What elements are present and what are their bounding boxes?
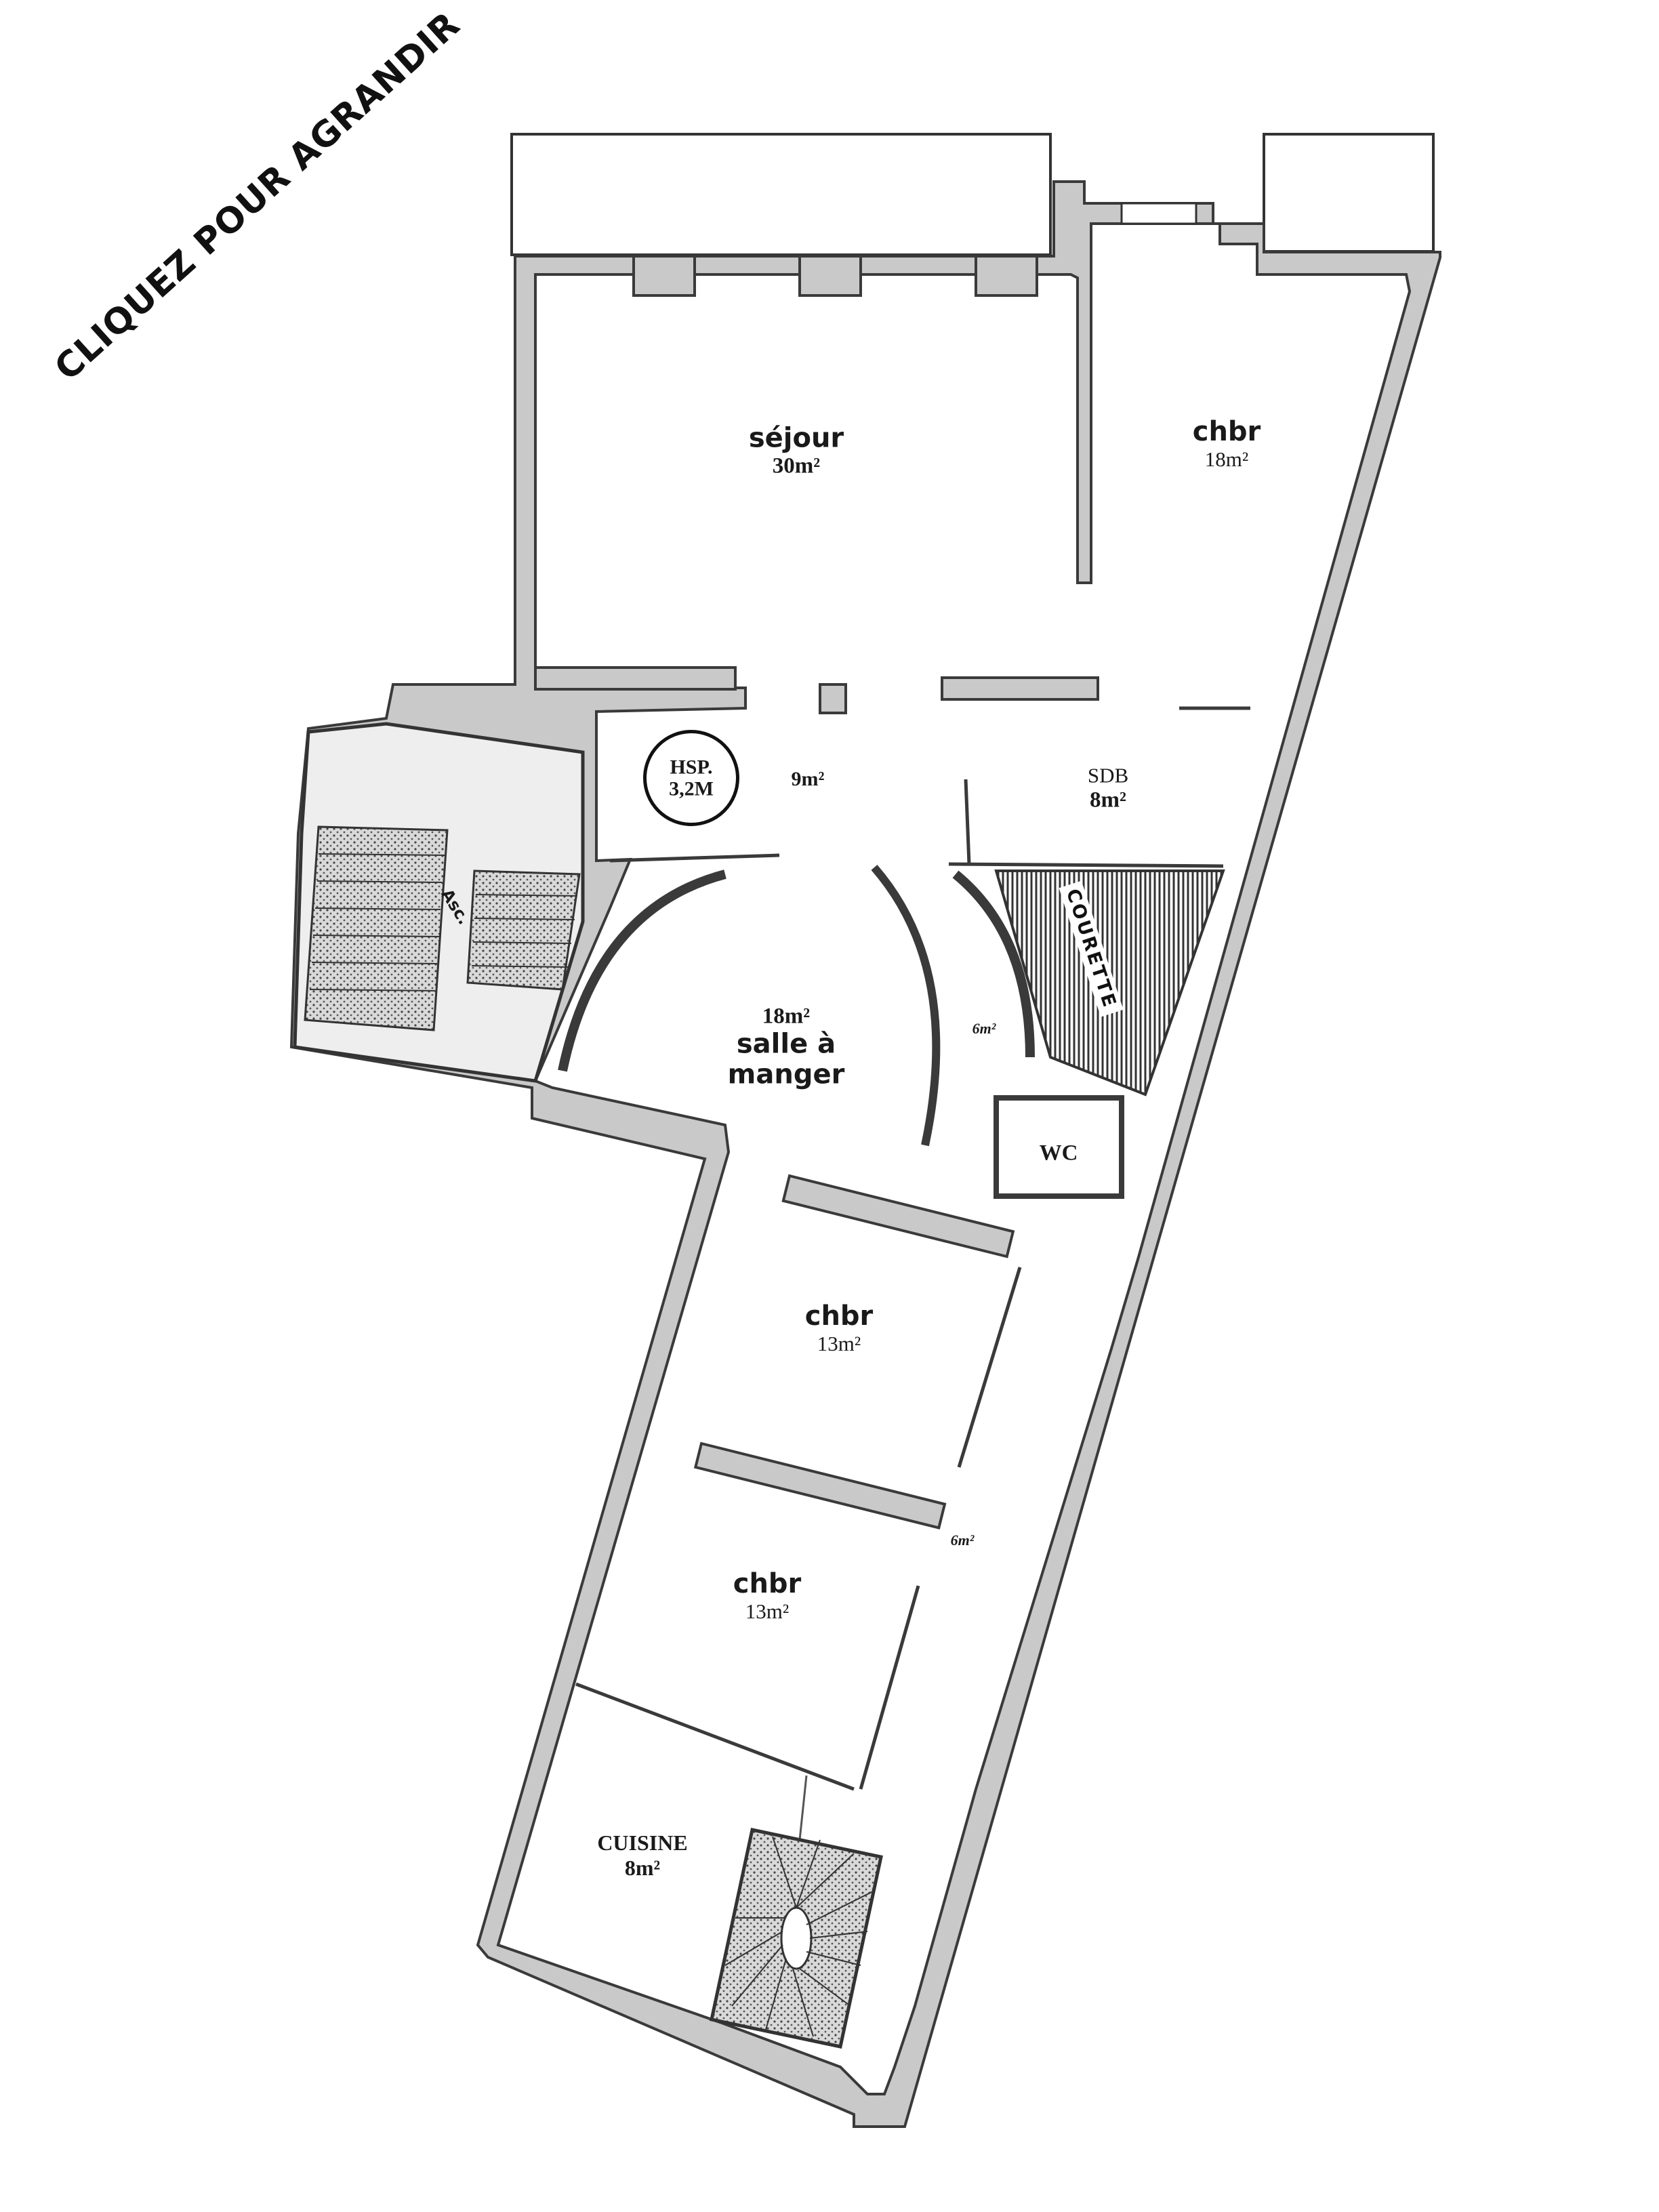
outer-wall xyxy=(289,180,1441,2128)
room-chbr-top-area: 18m² xyxy=(1204,447,1249,471)
room-sejour: séjour 30m² xyxy=(749,423,844,479)
room-salle-a-manger-line1: salle à xyxy=(736,1028,836,1060)
room-chbr-mid: chbr 13m² xyxy=(805,1300,874,1356)
arc-wall-dining xyxy=(871,865,941,1147)
window-bay xyxy=(632,255,696,297)
room-chbr-top-name: chbr xyxy=(1192,416,1261,447)
annex-block-left xyxy=(510,133,1052,256)
wc-box xyxy=(994,1095,1124,1199)
room-sdb-name: SDB xyxy=(1087,763,1129,787)
room-chbr-mid-name: chbr xyxy=(804,1300,874,1332)
room-salle-a-manger-area: 18m² xyxy=(762,1004,811,1029)
room-cuisine-name: CUISINE xyxy=(597,1830,688,1855)
corridor-upper-area: 6m² xyxy=(972,1020,996,1037)
ceiling-height-text: HSP. 3,2M xyxy=(669,756,714,800)
wall-chbr-mid-right xyxy=(957,1267,1022,1468)
wall-cuisine-corridor xyxy=(798,1775,808,1841)
corridor-lower-area: 6m² xyxy=(950,1532,975,1549)
room-chbr-top: chbr 18m² xyxy=(1193,416,1261,472)
wall-sejour-bottom xyxy=(534,666,737,691)
spiral-stair-treads xyxy=(724,1836,875,2037)
room-sdb-area: 8m² xyxy=(1090,787,1126,813)
room-chbr-mid-area: 13m² xyxy=(817,1332,861,1355)
window-bay xyxy=(975,255,1038,297)
room-chbr-low-name: chbr xyxy=(733,1568,802,1599)
room-entree-area: 9m² xyxy=(791,768,825,790)
stair-treads xyxy=(309,853,578,991)
stairs-right-flight xyxy=(466,869,581,991)
wall-chbr-low-top xyxy=(693,1441,947,1530)
room-chbr-low: chbr 13m² xyxy=(733,1568,802,1624)
room-salle-a-manger: 18m² salle à manger xyxy=(728,1004,845,1090)
room-sejour-name: séjour xyxy=(748,422,844,454)
wall-chbr-low-right xyxy=(859,1585,920,1790)
wall-chbr-mid-top xyxy=(781,1174,1015,1258)
window-bay xyxy=(1120,202,1197,225)
wall-pillar xyxy=(819,683,847,714)
room-cuisine: CUISINE 8m² xyxy=(597,1830,687,1881)
wall-sdb-left xyxy=(964,779,971,865)
room-wc-name: WC xyxy=(1039,1141,1078,1166)
stairs-left-flight xyxy=(304,825,449,1031)
room-sejour-area: 30m² xyxy=(772,453,821,478)
room-cuisine-area: 8m² xyxy=(624,1856,661,1880)
room-salle-a-manger-line2: manger xyxy=(727,1059,845,1090)
ceiling-height-line2: 3,2M xyxy=(669,777,714,800)
room-sdb: SDB 8m² xyxy=(1088,764,1128,813)
wall-sejour-bottom-right xyxy=(941,676,1099,701)
annex-block-right xyxy=(1263,133,1435,253)
ceiling-height-badge xyxy=(643,730,739,826)
wall-entree-bottom xyxy=(609,853,780,863)
wall-cuisine-top xyxy=(575,1682,855,1791)
room-chbr-low-area: 13m² xyxy=(745,1599,790,1623)
arc-wall-dining-left xyxy=(558,869,726,1072)
window-bay xyxy=(798,255,862,297)
ceiling-height-line1: HSP. xyxy=(670,756,713,779)
wall-sdb-bottom xyxy=(948,862,1224,868)
arc-wall-dining-inner xyxy=(952,870,1035,1058)
